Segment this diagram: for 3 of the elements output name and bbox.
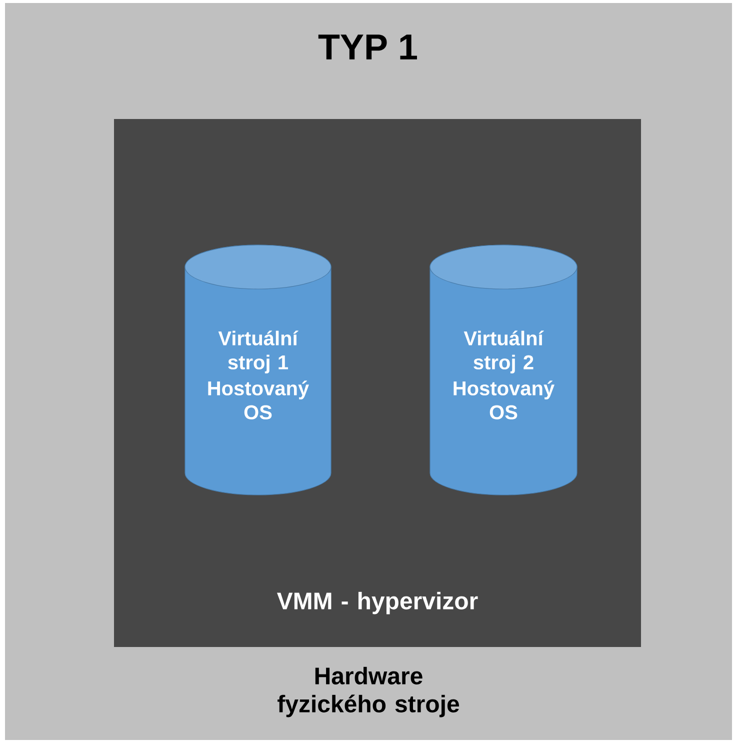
cylinder: Virtuální stroj 1 Hostovaný OS [184, 244, 332, 496]
cylinder: Virtuální stroj 2 Hostovaný OS [430, 244, 578, 496]
title: TYP 1 [318, 34, 417, 60]
